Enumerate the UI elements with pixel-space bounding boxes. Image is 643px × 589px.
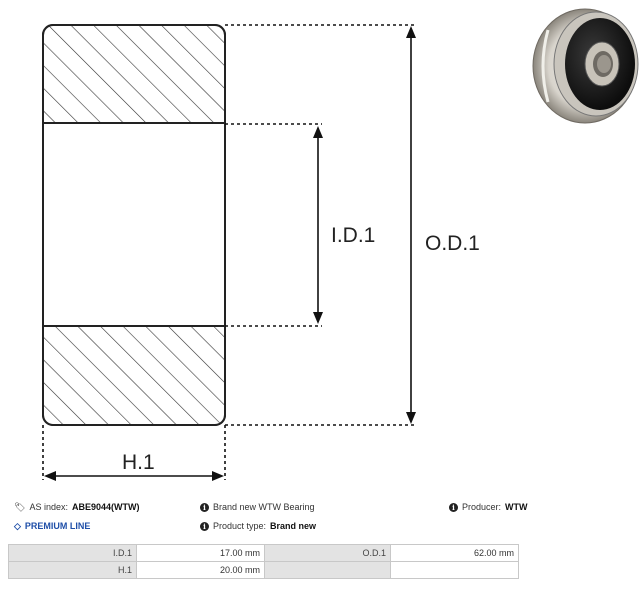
premium-line-label: PREMIUM LINE — [24, 521, 91, 531]
producer-info: i Producer: WTW — [449, 502, 528, 512]
spec-label — [264, 561, 391, 579]
premium-line-badge: ◇ PREMIUM LINE — [14, 521, 90, 531]
brand-new-info: i Brand new WTW Bearing — [200, 502, 315, 512]
product-type-info: i Product type: Brand new — [200, 521, 316, 531]
as-index-info: 🏷 AS index: ABE9044(WTW) — [14, 502, 139, 512]
tag-icon: 🏷 — [14, 501, 26, 512]
spec-label: H.1 — [8, 561, 137, 579]
info-icon: i — [200, 502, 209, 512]
producer-label: Producer: — [462, 502, 502, 512]
brand-new-text: Brand new WTW Bearing — [213, 502, 315, 512]
id-label: I.D.1 — [331, 224, 375, 247]
spec-value — [390, 561, 519, 579]
bearing-product-photo — [532, 8, 639, 124]
extension-lines — [42, 24, 415, 480]
as-index-value: ABE9044(WTW) — [71, 502, 140, 512]
bearing-dimension-diagram: I.D.1 O.D.1 H.1 — [42, 8, 639, 481]
spec-label: I.D.1 — [8, 544, 137, 562]
specifications-table: I.D.1 17.00 mm O.D.1 62.00 mm H.1 20.00 … — [8, 544, 519, 579]
spec-value: 17.00 mm — [136, 544, 265, 562]
od-dimension-arrow — [406, 26, 416, 424]
table-row: H.1 20.00 mm — [8, 561, 519, 579]
h-dimension-arrow — [44, 471, 224, 481]
outer-race-top-hatch — [44, 26, 224, 123]
as-index-label: AS index: — [29, 502, 68, 512]
product-type-label: Product type: — [213, 521, 267, 531]
bearing-cross-section — [42, 24, 226, 426]
od-label: O.D.1 — [425, 232, 480, 255]
spec-value: 20.00 mm — [136, 561, 265, 579]
h-label: H.1 — [122, 451, 155, 474]
table-row: I.D.1 17.00 mm O.D.1 62.00 mm — [8, 544, 519, 562]
info-icon: i — [449, 502, 458, 512]
producer-value: WTW — [505, 502, 528, 512]
outer-race-bottom-hatch — [44, 327, 224, 424]
info-icon: i — [200, 521, 209, 531]
spec-label: O.D.1 — [264, 544, 391, 562]
product-type-value: Brand new — [270, 521, 317, 531]
id-dimension-arrow — [313, 126, 323, 324]
diamond-icon: ◇ — [14, 520, 21, 531]
spec-value: 62.00 mm — [390, 544, 519, 562]
